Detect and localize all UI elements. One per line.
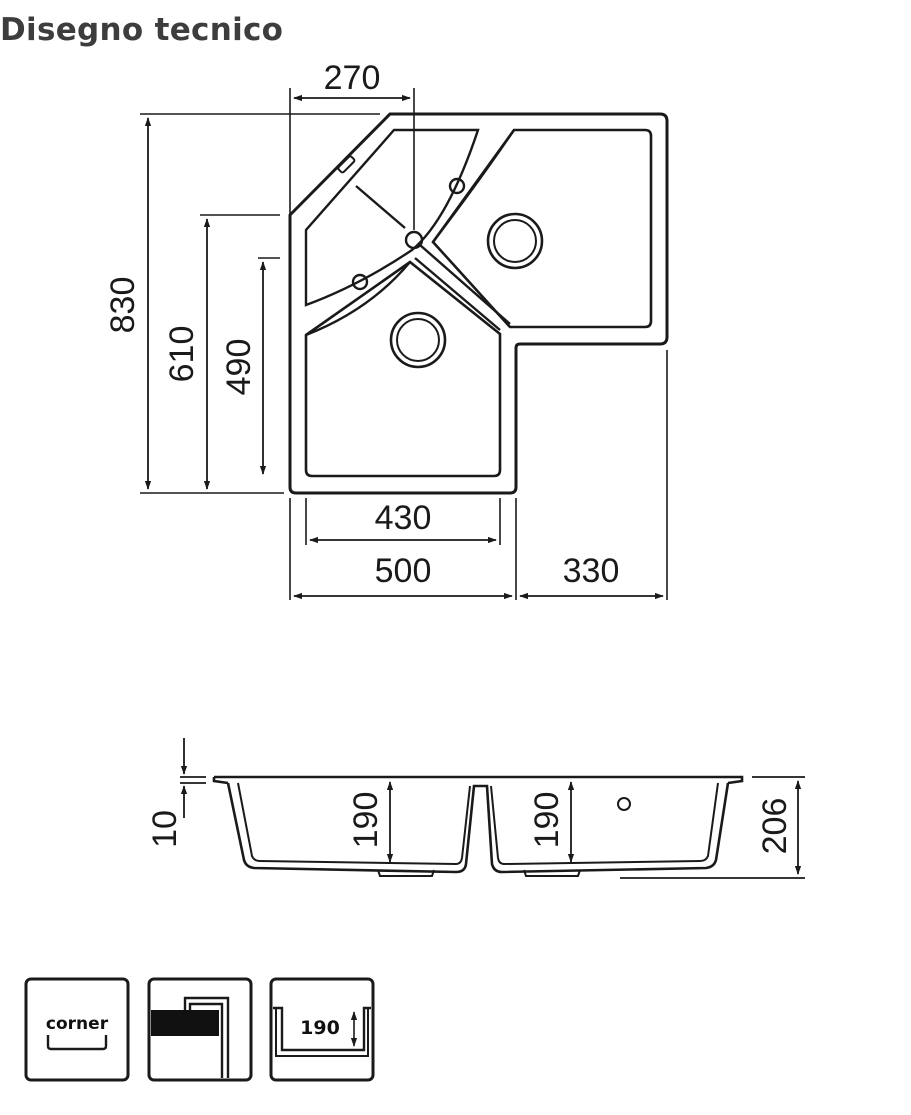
dim-830: 830: [104, 277, 142, 334]
overflow-slot: [337, 155, 356, 174]
dim-190-right: 190: [528, 792, 566, 849]
dim-190-left: 190: [347, 792, 385, 849]
left-bowl-outer: [226, 782, 730, 874]
dim-206: 206: [756, 798, 794, 855]
corner-icon: corner: [24, 977, 130, 1082]
dim-430: 430: [375, 499, 432, 537]
right-bowl-inner: [490, 782, 719, 866]
right-basin: [431, 128, 653, 329]
sink-top-view: [288, 112, 669, 495]
dim-10: 10: [146, 810, 184, 848]
dim-500: 500: [375, 552, 432, 590]
flush-mount-icon: [147, 977, 253, 1082]
section-rim: [212, 775, 744, 785]
left-bowl-inner: [237, 782, 471, 866]
drain-left-inner: [396, 318, 440, 362]
dim-330: 330: [563, 552, 620, 590]
dim-490: 490: [220, 339, 258, 396]
drain-left-outer: [389, 311, 447, 369]
bowl-depth-icon: 190: [269, 977, 375, 1082]
dimension-lines-top: [144, 94, 664, 600]
tap-hole-lower: [351, 273, 369, 291]
left-basin: [304, 260, 502, 478]
bowl-depth-icon-label: 190: [300, 1017, 340, 1039]
drain-right-outer: [486, 212, 544, 270]
dim-610: 610: [163, 326, 201, 383]
tap-hole-center: [404, 230, 424, 250]
page-title: Disegno tecnico: [0, 12, 284, 48]
dimension-lines-section: [180, 738, 805, 879]
dim-270: 270: [324, 59, 381, 97]
divider-inner: [414, 244, 511, 331]
divider-left: [305, 261, 411, 337]
right-drain-bump: [523, 869, 581, 877]
corner-icon-label: corner: [46, 1014, 109, 1034]
overflow-hole: [617, 797, 631, 811]
tap-hole-upper: [448, 177, 466, 195]
drainer-area: [304, 128, 480, 307]
sink-section-view: [212, 775, 744, 877]
divider-right: [432, 129, 515, 243]
extension-lines-top: [140, 88, 668, 600]
tap-lever: [355, 185, 406, 229]
left-drain-bump: [377, 869, 435, 877]
drain-right-inner: [493, 219, 537, 263]
sink-outline: [288, 112, 669, 495]
